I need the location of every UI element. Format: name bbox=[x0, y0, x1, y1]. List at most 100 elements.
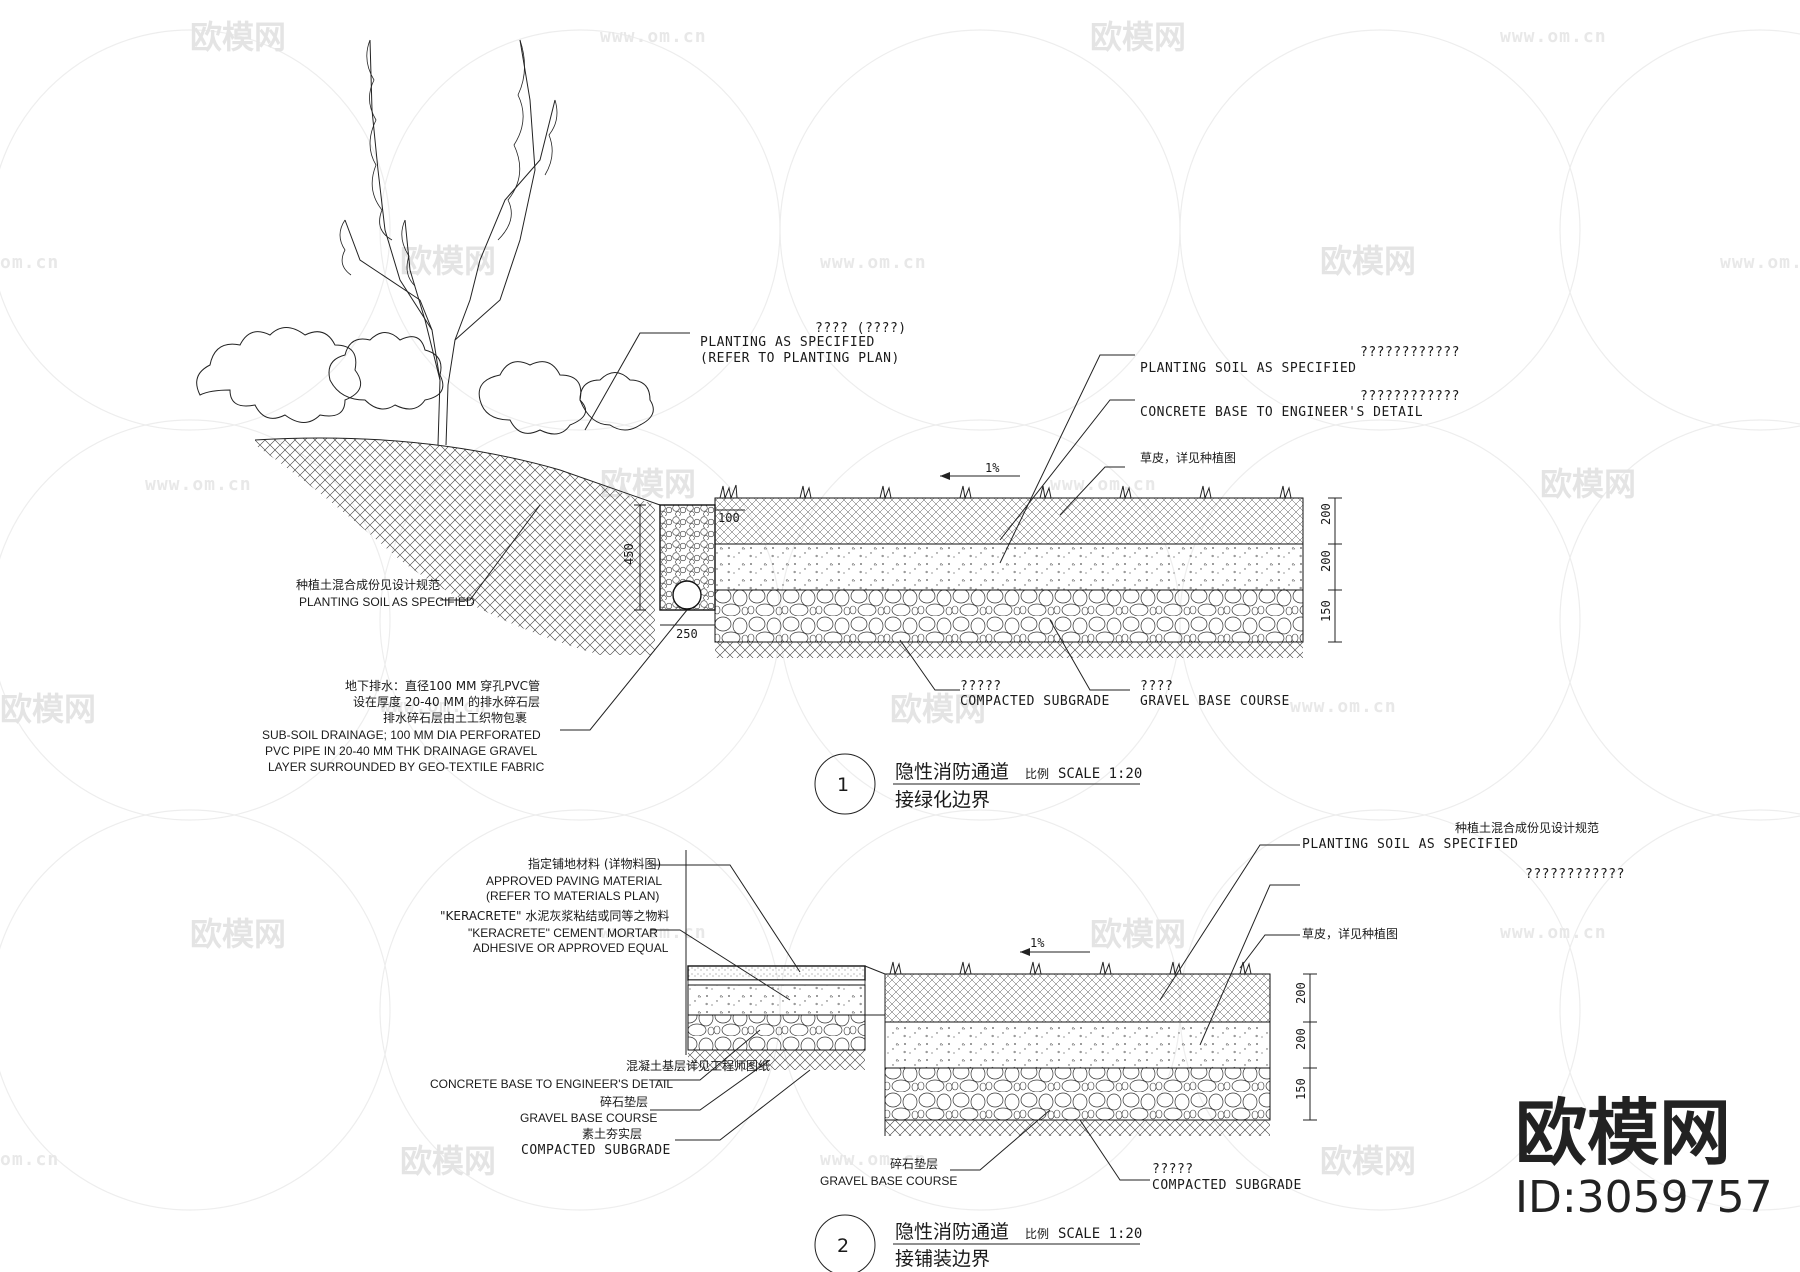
watermark-url: www.om.cn bbox=[1290, 696, 1397, 717]
watermark-url: www.om.cn bbox=[1720, 252, 1800, 273]
watermark-logo: 欧模网 bbox=[1320, 1142, 1416, 1180]
watermark-url: om.cn bbox=[0, 252, 59, 273]
dim-200-mid-2: 200 bbox=[1294, 1028, 1308, 1050]
brand-id: ID:3059757 bbox=[1515, 1172, 1773, 1223]
paving-en-2: (REFER TO MATERIALS PLAN) bbox=[486, 889, 659, 903]
keracrete-en-1: "KERACRETE" CEMENT MORTAR bbox=[468, 926, 658, 940]
watermark-layer: 欧模网 欧模网 欧模网 欧模网 欧模网 欧模网 欧模网 欧模网 欧模网 欧模网 … bbox=[0, 18, 1800, 1211]
gravel-en-2: GRAVEL BASE COURSE bbox=[520, 1111, 657, 1125]
drain-cn-2: 设在厚度 20-40 MM 的排水碎石层 bbox=[353, 694, 540, 709]
soil-cn-label: 种植土混合成份见设计规范 bbox=[296, 577, 440, 592]
watermark-url: www.om.cn bbox=[600, 922, 707, 943]
grass-icon bbox=[889, 961, 1252, 976]
tree-icon bbox=[339, 39, 558, 446]
scale-label: SCALE 1:20 bbox=[1058, 766, 1142, 782]
watermark-logo: 欧模网 bbox=[890, 690, 986, 728]
subgrade-en-2: COMPACTED SUBGRADE bbox=[521, 1143, 671, 1158]
subgrade-layer-2 bbox=[885, 1120, 1270, 1136]
turf-soil-layer-2 bbox=[884, 973, 1271, 1023]
subgrade-label: COMPACTED SUBGRADE bbox=[960, 694, 1110, 709]
section-subtitle: 接绿化边界 bbox=[895, 789, 990, 811]
dim-200-top: 200 bbox=[1319, 503, 1333, 525]
gravel-label: GRAVEL BASE COURSE bbox=[1140, 694, 1290, 709]
section-number-circle-2 bbox=[814, 1214, 876, 1272]
dim-200-mid: 200 bbox=[1319, 550, 1333, 572]
paving-slab bbox=[687, 965, 866, 981]
section-title: 隐性消防通道 bbox=[895, 761, 1009, 783]
planting-soil-label-2: PLANTING SOIL AS SPECIFIED bbox=[1302, 837, 1519, 852]
section-2-detail: 1% 200 200 150 种植土混合成份见设计规范 PLANTING SOI… bbox=[430, 820, 1625, 1272]
gravel-q: ???? bbox=[1140, 679, 1173, 694]
drain-en-3: LAYER SURROUNDED BY GEO-TEXTILE FABRIC bbox=[268, 760, 545, 774]
paving-concrete-layer bbox=[687, 984, 866, 1016]
turf-label: 草皮，详见种植图 bbox=[1140, 450, 1236, 465]
watermark-logo: 欧模网 bbox=[1320, 242, 1416, 280]
dim-450: 450 bbox=[622, 543, 636, 565]
dim-100: 100 bbox=[718, 511, 740, 525]
watermark-url: www.om.cn bbox=[380, 696, 487, 717]
watermark-url: www.om.cn bbox=[1500, 922, 1607, 943]
dim-250: 250 bbox=[676, 627, 698, 641]
gravel-base-layer-2 bbox=[884, 1067, 1271, 1121]
turf-soil-layer bbox=[714, 497, 1304, 545]
drain-pipe-icon bbox=[672, 580, 702, 610]
paving-gravel-layer bbox=[687, 1014, 866, 1051]
planting-soil-label: PLANTING SOIL AS SPECIFIED bbox=[1140, 361, 1357, 376]
concrete-base-label: CONCRETE BASE TO ENGINEER'S DETAIL bbox=[1140, 405, 1423, 420]
watermark-url: www.om.cn bbox=[820, 1149, 927, 1170]
soil-en-label: PLANTING SOIL AS SPECIFIED bbox=[299, 595, 475, 609]
drain-cn-3: 排水碎石层由土工织物包裹 bbox=[383, 710, 527, 725]
brand-name: 欧模网 bbox=[1515, 1091, 1731, 1175]
watermark-url: www.om.cn bbox=[145, 474, 252, 495]
scale-prefix-2: 比例 bbox=[1025, 1227, 1049, 1241]
dim-200-top-2: 200 bbox=[1294, 982, 1308, 1004]
watermark-logo: 欧模网 bbox=[1090, 18, 1186, 56]
brand-block: 欧模网 ID:3059757 bbox=[1515, 1091, 1773, 1223]
drain-cn-1: 地下排水：直径100 MM 穿孔PVC管 bbox=[345, 678, 540, 693]
gravel-cn-2: 碎石垫层 bbox=[600, 1094, 648, 1109]
watermark-logo: 欧模网 bbox=[1540, 465, 1636, 503]
watermark-logo: 欧模网 bbox=[400, 1142, 496, 1180]
planting-label-1: PLANTING AS SPECIFIED bbox=[700, 335, 875, 350]
paving-en-1: APPROVED PAVING MATERIAL bbox=[486, 874, 662, 888]
shrub-icon bbox=[196, 327, 654, 435]
slope-label-2: 1% bbox=[1030, 936, 1045, 950]
turf-label-2: 草皮，详见种植图 bbox=[1302, 926, 1398, 941]
subgrade-cn-2: 素土夯实层 bbox=[582, 1126, 642, 1141]
subgrade2-label: COMPACTED SUBGRADE bbox=[1152, 1178, 1302, 1193]
watermark-logo: 欧模网 bbox=[190, 18, 286, 56]
slope-label: 1% bbox=[985, 461, 1000, 475]
concrete-cn-2: 混凝土基层详见工程师图纸 bbox=[626, 1058, 770, 1073]
keracrete-cn: "KERACRETE" 水泥灰浆粘结或同等之物料 bbox=[440, 908, 669, 923]
watermark-url: www.om.cn bbox=[600, 26, 707, 47]
watermark-logo: 欧模网 bbox=[1090, 915, 1186, 953]
watermark-url: www.om.cn bbox=[1500, 26, 1607, 47]
section-number-2: 2 bbox=[837, 1235, 849, 1257]
planting-soil-hatch bbox=[255, 438, 655, 655]
concrete-en-2: CONCRETE BASE TO ENGINEER'S DETAIL bbox=[430, 1077, 673, 1091]
gravel-base-layer bbox=[714, 589, 1304, 643]
subgrade2-q: ????? bbox=[1152, 1162, 1194, 1177]
watermark-url: www.om.cn bbox=[820, 252, 927, 273]
q-line-1: ???????????? bbox=[1360, 345, 1460, 360]
dim-150-2: 150 bbox=[1294, 1078, 1308, 1100]
paving-cn: 指定铺地材料 (详物料图) bbox=[528, 856, 661, 871]
drain-en-2: PVC PIPE IN 20-40 MM THK DRAINAGE GRAVEL bbox=[265, 744, 538, 758]
section-number-circle bbox=[814, 753, 876, 815]
planting-label-2: (REFER TO PLANTING PLAN) bbox=[700, 351, 900, 366]
q-line-2: ???????????? bbox=[1360, 389, 1460, 404]
gravel2-en: GRAVEL BASE COURSE bbox=[820, 1174, 957, 1188]
top-note: ???? (????) bbox=[815, 321, 907, 336]
q-line-3: ???????????? bbox=[1525, 867, 1625, 882]
concrete-base-layer bbox=[714, 543, 1304, 591]
watermark-logo: 欧模网 bbox=[0, 690, 96, 728]
scale-prefix: 比例 bbox=[1025, 767, 1049, 781]
watermark-url: om.cn bbox=[0, 1149, 59, 1170]
subgrade-layer bbox=[715, 642, 1303, 658]
watermark-url: www.om.cn bbox=[1050, 474, 1157, 495]
paving-subgrade-layer bbox=[688, 1050, 865, 1070]
section-1-detail: 1% 200 200 150 450 250 100 ???? (????) ?… bbox=[196, 39, 1460, 815]
gravel2-cn: 碎石垫层 bbox=[890, 1156, 938, 1171]
section-number: 1 bbox=[837, 774, 849, 796]
